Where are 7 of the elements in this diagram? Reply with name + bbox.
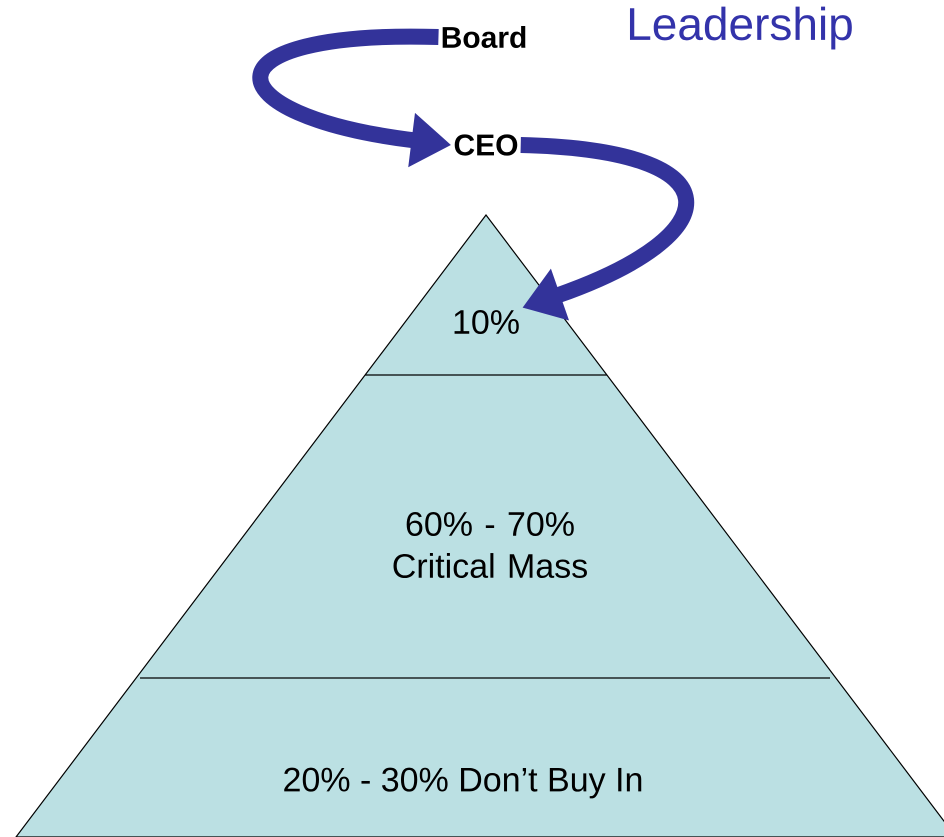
title: Leadership xyxy=(630,6,852,50)
board-label: Board xyxy=(442,26,526,48)
pyramid-level: 20% - 30% Don’t Buy In xyxy=(284,768,642,798)
curved-arrow xyxy=(520,137,694,320)
pyramid-level: 10% xyxy=(454,310,519,334)
ceo-label: CEO xyxy=(454,134,518,156)
pyramid-level: 60% - 70% Critical Mass xyxy=(394,512,587,578)
